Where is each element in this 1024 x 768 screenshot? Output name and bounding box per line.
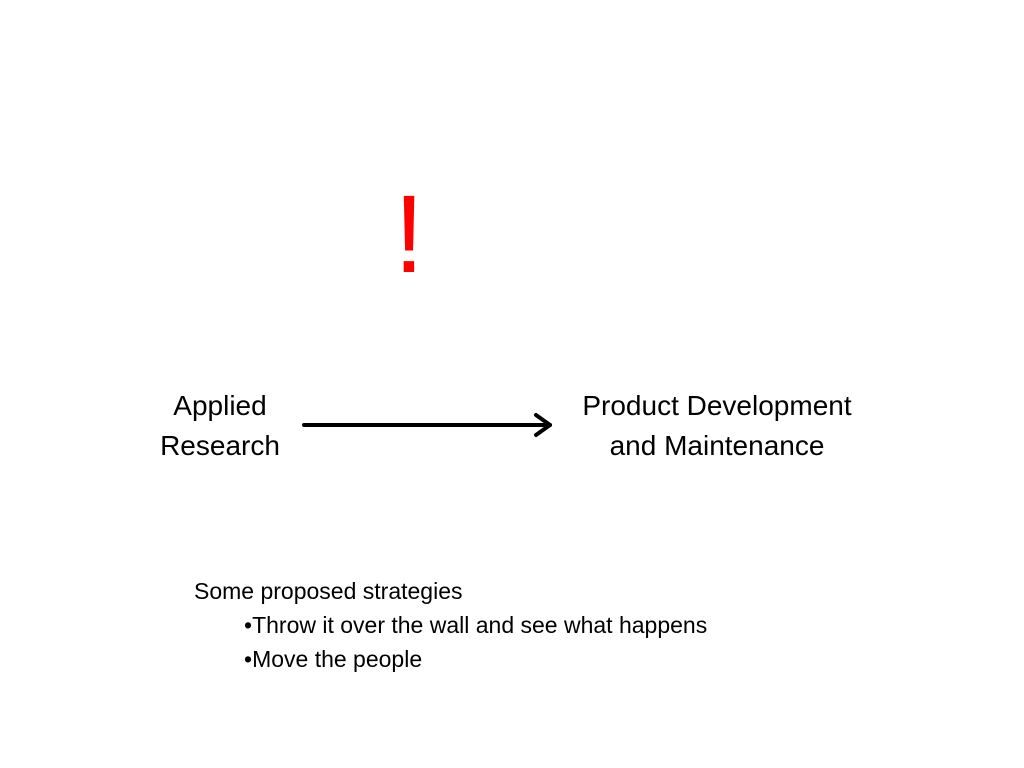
source-node-applied-research: Applied Research <box>140 386 300 466</box>
strategies-heading: Some proposed strategies <box>194 578 463 604</box>
strategy-item: Throw it over the wall and see what happ… <box>244 608 834 642</box>
source-node-line-1: Applied <box>173 390 267 421</box>
target-node-product-development: Product Development and Maintenance <box>550 386 884 466</box>
target-node-line-1: Product Development <box>582 390 852 421</box>
target-node-line-2: and Maintenance <box>609 430 825 461</box>
flow-arrow <box>302 413 552 437</box>
arrow-head <box>534 413 552 437</box>
strategy-item: Move the people <box>244 642 834 676</box>
exclamation-mark: ! <box>393 173 425 296</box>
source-node-line-2: Research <box>160 430 280 461</box>
strategies-bullets: Throw it over the wall and see what happ… <box>194 608 834 676</box>
strategies-list: Some proposed strategies Throw it over t… <box>194 574 834 676</box>
